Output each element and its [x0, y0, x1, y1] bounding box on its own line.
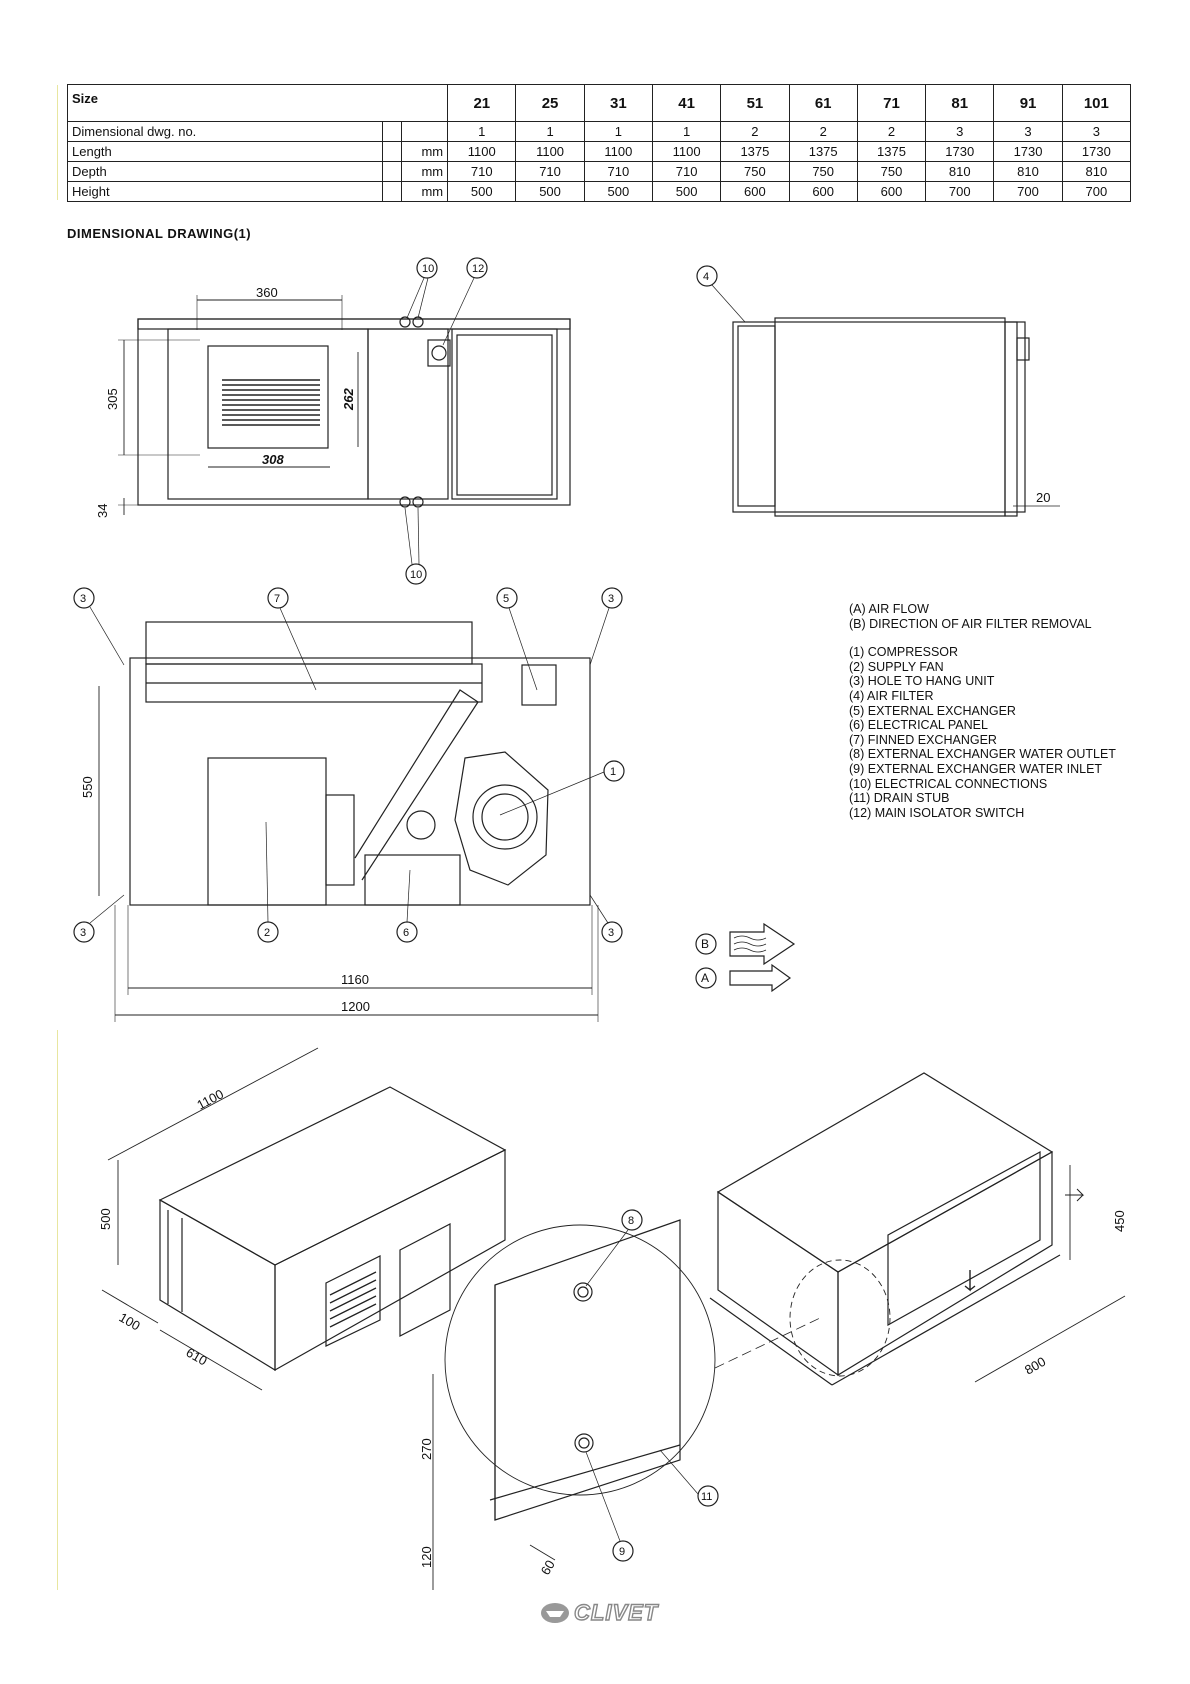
side-view: [696, 265, 1060, 517]
flow-symbols: [695, 922, 796, 993]
clivet-logo-icon: [541, 1603, 569, 1623]
isometric-right-view: [709, 1072, 1126, 1386]
callout-number: 1: [610, 766, 616, 778]
callout-number: 10: [410, 569, 422, 581]
callout-number: 4: [703, 271, 709, 283]
dim-label: 120: [419, 1546, 434, 1568]
dim-label: 1160: [341, 972, 369, 987]
table-row: Depth mm 710 710 710 710 750 750 750 810…: [67, 161, 1132, 182]
legend-item: (11) DRAIN STUB: [849, 791, 950, 806]
legend-item: (10) ELECTRICAL CONNECTIONS: [849, 776, 1048, 791]
table-cell: 600: [856, 181, 927, 202]
table-header-cell: 21: [447, 84, 517, 122]
legend-item: (1) COMPRESSOR: [849, 645, 959, 660]
table-cell: 500: [583, 181, 653, 202]
table-header-cell: 71: [856, 84, 927, 122]
legend-item: (9) EXTERNAL EXCHANGER WATER INLET: [849, 761, 1103, 776]
table-cell: 1730: [1061, 141, 1132, 162]
dim-label: 500: [98, 1208, 113, 1230]
section-title: DIMENSIONAL DRAWING(1): [67, 226, 252, 241]
callout-number: 2: [264, 927, 270, 939]
legend: (A) AIR FLOW (B) DIRECTION OF AIR FILTER…: [849, 602, 1116, 820]
isometric-left-view: [101, 1047, 507, 1391]
dim-label: 1100: [194, 1086, 226, 1112]
table-header-cell: 31: [583, 84, 653, 122]
margin-rule: [57, 1030, 58, 1590]
clivet-logo: CLIVET: [540, 1599, 659, 1626]
callout-number: 7: [274, 593, 280, 605]
table-header-cell: 41: [651, 84, 722, 122]
table-cell: 750: [856, 161, 927, 182]
dim-label: 610: [184, 1345, 210, 1369]
callout-number: 10: [422, 263, 434, 275]
table-cell: 700: [1061, 181, 1132, 202]
callout-number: 3: [80, 593, 86, 605]
legend-item: (3) HOLE TO HANG UNIT: [849, 674, 995, 689]
dim-label: 308: [262, 452, 284, 467]
callout-number: 5: [503, 593, 509, 605]
table-header-cell: 91: [993, 84, 1063, 122]
dim-label: 34: [95, 504, 110, 518]
callout-number: 9: [619, 1546, 625, 1558]
dim-label: 100: [117, 1310, 143, 1334]
legend-item: (4) AIR FILTER: [849, 688, 934, 703]
dimensions-table: Size 21 25 31 41 51 61 71 81 91 101 Dime…: [66, 84, 1132, 202]
callout-number: 8: [628, 1215, 634, 1227]
symbol-letter: B: [701, 937, 709, 951]
dim-label: 60: [538, 1557, 558, 1577]
callout-number: 12: [472, 263, 484, 275]
callout-number: 3: [608, 927, 614, 939]
dim-label: 360: [256, 285, 278, 300]
table-row: Height mm 500 500 500 500 600 600 600 70…: [67, 181, 1132, 202]
symbol-letter: A: [701, 971, 709, 985]
legend-item: (8) EXTERNAL EXCHANGER WATER OUTLET: [849, 747, 1116, 762]
plan-view: [73, 587, 625, 1022]
legend-item: (12) MAIN ISOLATOR SWITCH: [849, 805, 1025, 820]
legend-item: (5) EXTERNAL EXCHANGER: [849, 703, 1016, 718]
table-header-cell: 101: [1061, 84, 1132, 122]
legend-note: (A) AIR FLOW: [849, 602, 929, 616]
front-view: [118, 257, 571, 585]
row-label: Height: [67, 181, 383, 202]
row-unit: mm: [401, 181, 449, 202]
legend-note: (B) DIRECTION OF AIR FILTER REMOVAL: [849, 616, 1092, 631]
margin-rule: [57, 85, 58, 200]
dim-label: 450: [1112, 1210, 1127, 1232]
table-header-size: Size: [66, 84, 449, 122]
table-header-row: Size 21 25 31 41 51 61 71 81 91 101: [66, 84, 1132, 122]
legend-item: (2) SUPPLY FAN: [849, 659, 944, 674]
table-cell: 710: [447, 161, 517, 182]
legend-item: (6) ELECTRICAL PANEL: [849, 718, 988, 733]
table-cell: 600: [788, 181, 858, 202]
table-cell: 700: [925, 181, 995, 202]
dim-label: 550: [80, 776, 95, 798]
dim-label: 262: [341, 388, 356, 411]
legend-item: (7) FINNED EXCHANGER: [849, 732, 997, 747]
dim-label: 305: [105, 388, 120, 410]
callout-number: 3: [80, 927, 86, 939]
table-cell: 500: [447, 181, 517, 202]
table-header-cell: 61: [788, 84, 858, 122]
dim-label: 800: [1022, 1354, 1048, 1378]
dim-label: 20: [1036, 490, 1050, 505]
table-cell: 700: [993, 181, 1063, 202]
table-cell: 810: [1061, 161, 1132, 182]
detail-view: [432, 1209, 821, 1590]
callout-number: 3: [608, 593, 614, 605]
dim-label: 270: [419, 1438, 434, 1460]
row-label: Dimensional dwg. no.: [67, 121, 383, 142]
table-cell: 500: [515, 181, 585, 202]
table-header-cell: 51: [720, 84, 790, 122]
logo-text: CLIVET: [573, 1599, 659, 1625]
callout-number: 11: [701, 1491, 712, 1503]
table-cell: 500: [651, 181, 722, 202]
callout-number: 6: [403, 927, 409, 939]
dim-label: 1200: [341, 999, 370, 1014]
